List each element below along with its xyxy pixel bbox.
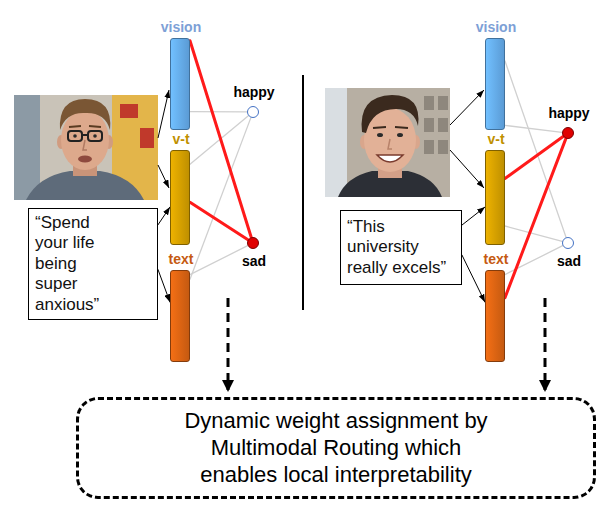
speaker-photo-part <box>424 140 434 154</box>
quote-box: “Spend your life being super anxious” <box>28 208 158 320</box>
input-arrow <box>462 207 485 225</box>
emotion-label: happy <box>539 105 599 122</box>
speaker-photo-part <box>69 126 101 127</box>
modality-bar: vision <box>170 38 190 130</box>
speaker-photo-part <box>377 155 403 162</box>
quote-text: “This university really excels” <box>347 217 455 278</box>
modality-label: v-t <box>151 131 211 148</box>
speaker-photo-part <box>438 118 448 132</box>
quote-box: “This university really excels” <box>340 210 462 285</box>
speaker-photo-part <box>438 96 448 110</box>
speaker-photo-part <box>438 140 448 154</box>
routing-line-strong <box>505 139 566 298</box>
routing-line-weak <box>505 246 563 275</box>
speaker-photo-part <box>424 96 434 110</box>
speaker-photo-part <box>14 95 158 200</box>
input-arrows-part <box>450 150 484 188</box>
dashed-arrows-part <box>544 298 547 390</box>
routing-line-weak <box>190 111 247 113</box>
speaker-photo-part <box>60 99 110 130</box>
input-arrows-part <box>158 165 169 188</box>
speaker-photo-part <box>388 139 392 149</box>
input-arrows <box>158 90 484 188</box>
routing-line-weak <box>190 116 248 164</box>
routing-line-weak <box>505 125 562 132</box>
input-arrow <box>462 255 485 302</box>
emotion-node: happy <box>562 127 574 139</box>
input-arrows-part <box>158 90 169 138</box>
modality-label: vision <box>466 19 526 36</box>
speaker-photo-part <box>83 140 87 150</box>
caption-box: Dynamic weight assignment by Multimodal … <box>76 397 596 499</box>
input-arrows-part <box>450 90 484 125</box>
modality-bar: v-t <box>485 150 505 245</box>
speaker-photo-part <box>120 104 138 118</box>
speaker-photo-part <box>61 110 109 170</box>
speaker-photo-part <box>397 133 403 137</box>
modality-bar: vision <box>485 38 505 130</box>
speaker-photo-part <box>82 134 88 136</box>
speaker-photo-part <box>78 156 92 163</box>
speaker-photo-part <box>93 134 97 138</box>
speaker-photo-part <box>362 95 419 133</box>
emotion-node: sad <box>247 237 259 249</box>
speaker-photo-part <box>373 127 408 128</box>
modality-bar: text <box>170 270 190 362</box>
speaker-photo-part <box>88 131 102 141</box>
modality-bar: v-t <box>170 150 190 245</box>
input-arrow <box>158 270 170 303</box>
emotion-node: happy <box>247 106 259 118</box>
speaker-photo-part <box>325 88 347 197</box>
speaker-photo <box>325 88 450 197</box>
speaker-photo-part <box>377 133 383 137</box>
speaker-photo-part <box>325 88 450 197</box>
routing-line-weak <box>505 61 566 237</box>
speaker-photo-part <box>14 95 40 200</box>
emotion-label: sad <box>224 253 284 270</box>
emotion-label: sad <box>539 253 599 270</box>
input-arrow <box>158 207 170 225</box>
routing-line-weak <box>190 246 248 275</box>
modality-label: vision <box>151 19 211 36</box>
modality-bar: text <box>485 270 505 362</box>
routing-line-strong <box>190 202 248 239</box>
speaker-photo-part <box>73 134 77 138</box>
modality-label: text <box>151 251 211 268</box>
caption-text: Dynamic weight assignment by Multimodal … <box>176 408 496 488</box>
divider-line <box>302 75 304 310</box>
speaker-photo-part <box>140 128 154 148</box>
emotion-label: happy <box>224 84 284 101</box>
modality-label: v-t <box>466 131 526 148</box>
modality-label: text <box>466 251 526 268</box>
speaker-photo <box>14 95 158 200</box>
speaker-photo-part <box>68 131 82 141</box>
dashed-arrows-part <box>227 298 230 390</box>
routing-line-weak <box>505 226 562 241</box>
speaker-photo-part <box>424 118 434 132</box>
quote-text: “Spend your life being super anxious” <box>35 213 117 315</box>
emotion-node: sad <box>562 237 574 249</box>
